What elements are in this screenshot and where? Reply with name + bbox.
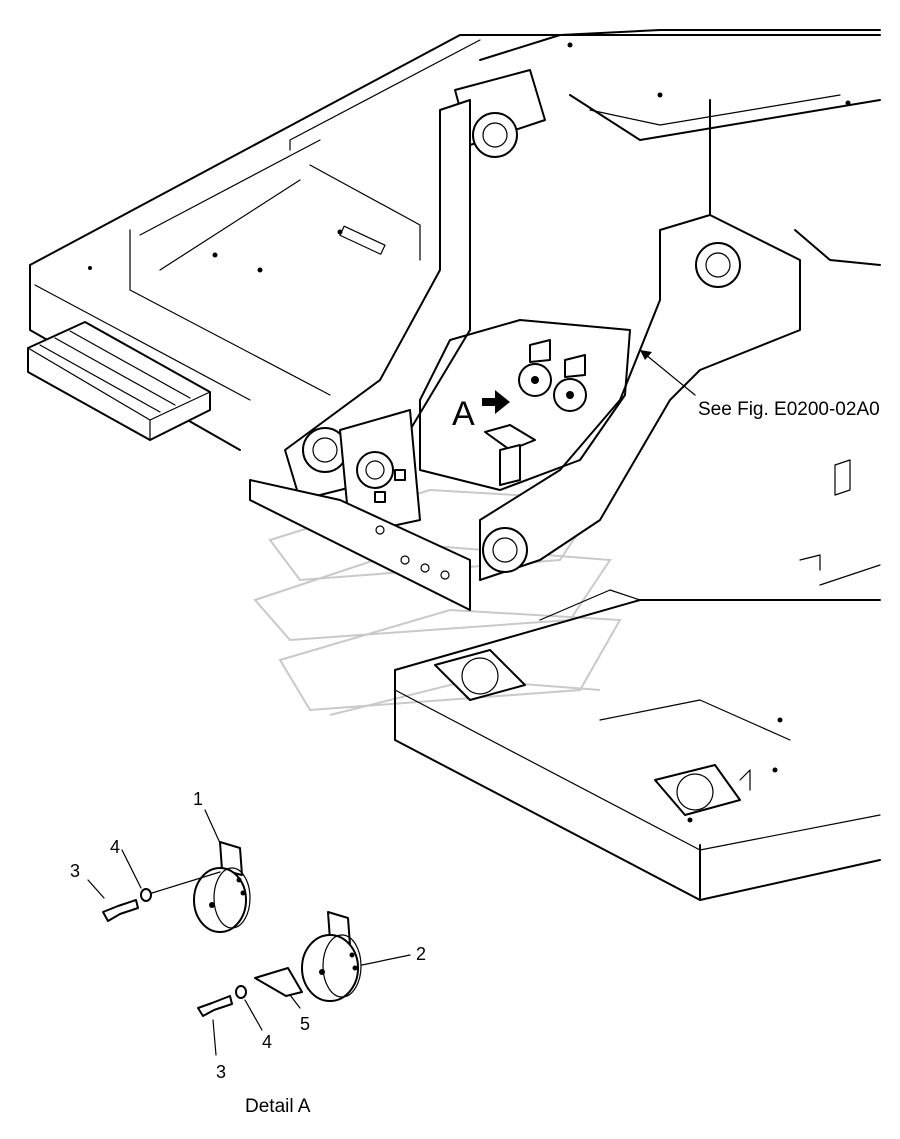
center-mount-bracket bbox=[249, 69, 801, 611]
callout-washer-upper: 4 bbox=[110, 837, 120, 857]
left-track-frame bbox=[29, 34, 881, 451]
washer-lower-part bbox=[235, 985, 247, 999]
installed-horns bbox=[518, 339, 587, 412]
washer-upper-part bbox=[140, 888, 152, 902]
reference-leader: See Fig. E0200-02A0 bbox=[639, 349, 880, 420]
reference-note: See Fig. E0200-02A0 bbox=[698, 399, 880, 420]
upper-frame-rear bbox=[479, 29, 881, 266]
horn-upper-body bbox=[193, 867, 247, 933]
callout-bolt-upper: 3 bbox=[70, 861, 80, 881]
bolt-upper-part bbox=[102, 899, 139, 922]
horn-upper-bracket bbox=[219, 841, 243, 876]
clamp-part bbox=[254, 967, 303, 997]
callout-horn-upper: 1 bbox=[193, 789, 203, 809]
step-platform bbox=[27, 321, 211, 441]
detail-a: 1 2 3 4 3 4 5 Detail A bbox=[70, 789, 426, 1117]
right-track-frame bbox=[394, 459, 881, 901]
detail-caption: Detail A bbox=[245, 1096, 311, 1117]
installed-clamp bbox=[484, 424, 536, 486]
view-marker-label: A bbox=[452, 395, 475, 433]
callout-horn-lower: 2 bbox=[416, 944, 426, 964]
bolt-lower-part bbox=[197, 995, 233, 1017]
view-arrow-a: A bbox=[452, 390, 510, 433]
callout-washer-lower: 4 bbox=[262, 1032, 272, 1052]
callout-bolt-lower: 3 bbox=[216, 1062, 226, 1082]
callout-clamp: 5 bbox=[300, 1014, 310, 1034]
horn-lower-body bbox=[301, 934, 359, 1002]
